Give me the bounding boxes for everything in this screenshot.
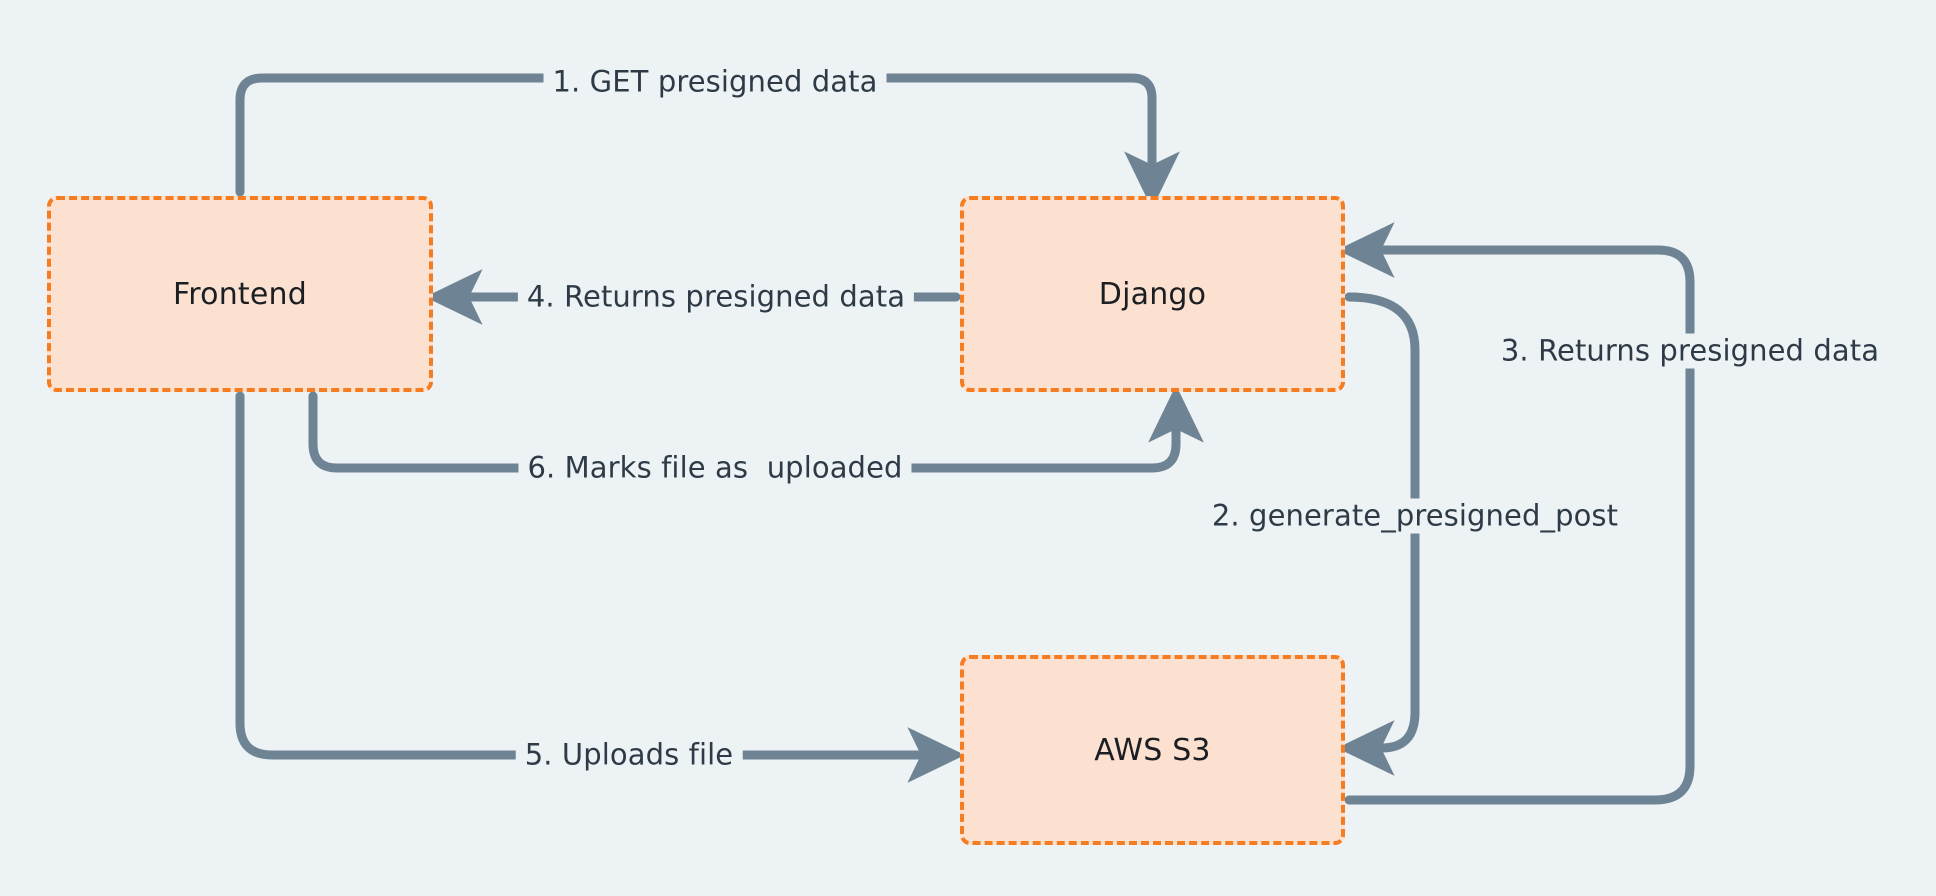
node-django-label: Django (1098, 276, 1207, 312)
edge-path-3 (1336, 222, 1695, 805)
node-django[interactable]: Django (960, 196, 1345, 392)
node-frontend-label: Frontend (173, 276, 307, 312)
edge-label-6: 6. Marks file as uploaded (518, 450, 912, 486)
node-frontend[interactable]: Frontend (47, 196, 433, 392)
edge-path-5 (235, 391, 966, 783)
edge-label-1: 1. GET presigned data (543, 64, 887, 100)
edge-label-5: 5. Uploads file (515, 737, 743, 773)
edge-label-3: 3. Returns presigned data (1491, 333, 1889, 369)
edge-label-2: 2. generate_presigned_post (1202, 498, 1628, 534)
edge-path-2 (1336, 292, 1420, 776)
node-aws-s3-label: AWS S3 (1094, 732, 1211, 768)
edge-label-4: 4. Returns presigned data (517, 279, 915, 315)
node-aws-s3[interactable]: AWS S3 (960, 655, 1345, 845)
